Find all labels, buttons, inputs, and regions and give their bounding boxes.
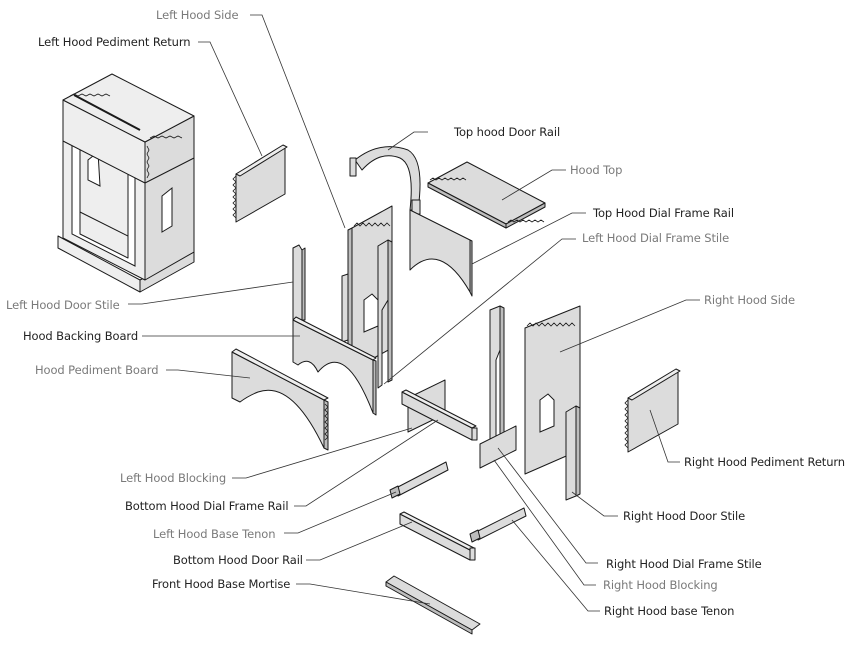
label-front-hood-base-mortise: Front Hood Base Mortise [152, 577, 291, 591]
label-right-hood-side: Right Hood Side [704, 293, 795, 307]
right-hood-dial-frame-stile-part [489, 305, 505, 451]
label-right-hood-pediment-return: Right Hood Pediment Return [684, 455, 846, 469]
right-hood-blocking-part [479, 425, 517, 469]
label-left-hood-side: Left Hood Side [156, 8, 239, 22]
label-hood-pediment-board: Hood Pediment Board [35, 363, 159, 377]
label-left-hood-dial-frame-stile: Left Hood Dial Frame Stile [582, 231, 730, 245]
right-hood-base-tenon-part [469, 507, 527, 543]
label-right-hood-dial-frame-stile: Right Hood Dial Frame Stile [606, 557, 762, 571]
label-bottom-hood-dial-frame-rail: Bottom Hood Dial Frame Rail [125, 499, 289, 513]
label-hood-top: Hood Top [570, 163, 623, 177]
label-top-hood-dial-frame-rail: Top Hood Dial Frame Rail [593, 206, 734, 220]
label-hood-backing-board: Hood Backing Board [23, 329, 139, 343]
label-left-hood-door-stile: Left Hood Door Stile [6, 298, 120, 312]
front-hood-base-mortise-part [385, 575, 481, 635]
left-hood-pediment-return-part [232, 144, 288, 223]
top-hood-door-rail-part [349, 146, 421, 215]
hood-top-part [427, 161, 546, 229]
left-hood-dial-frame-stile-part [377, 239, 393, 389]
left-hood-base-tenon-part [389, 461, 449, 499]
right-hood-door-stile-part [565, 405, 581, 501]
bottom-hood-dial-frame-rail-part [401, 389, 478, 441]
label-right-hood-base-tenon: Right Hood base Tenon [604, 604, 735, 618]
left-hood-door-stile-part [292, 244, 306, 321]
bottom-hood-door-rail-part [399, 511, 476, 561]
label-left-hood-pediment-return: Left Hood Pediment Return [38, 35, 191, 49]
top-hood-dial-frame-rail-part [409, 209, 473, 297]
label-bottom-hood-door-rail: Bottom Hood Door Rail [173, 553, 303, 567]
assembled-hood [57, 73, 195, 293]
hood-backing-board-part [292, 316, 377, 416]
hood-pediment-board-part [231, 348, 329, 451]
label-left-hood-base-tenon: Left Hood Base Tenon [153, 527, 276, 541]
label-left-hood-blocking: Left Hood Blocking [120, 471, 227, 485]
label-right-hood-blocking: Right Hood Blocking [603, 578, 718, 592]
label-top-hood-door-rail: Top hood Door Rail [454, 125, 561, 139]
label-right-hood-door-stile: Right Hood Door Stile [623, 509, 746, 523]
leader-lines [128, 14, 700, 612]
right-hood-pediment-return-part [624, 368, 681, 453]
